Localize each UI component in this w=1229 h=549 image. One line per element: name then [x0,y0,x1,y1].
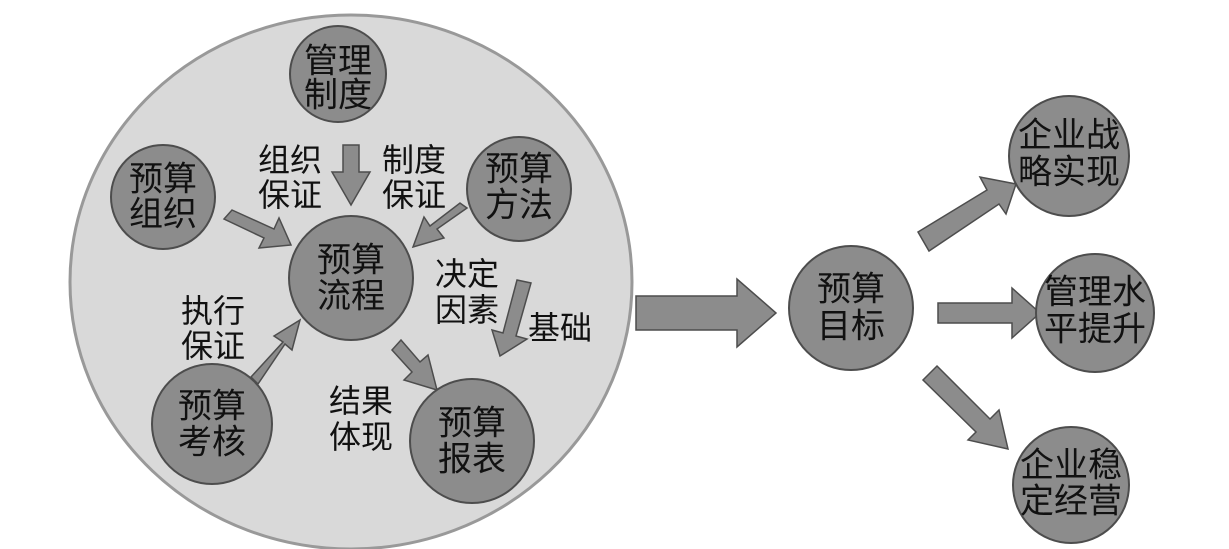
node-strategy-realization-line1: 企业战 [1018,116,1120,156]
node-management-system-line2: 制度 [304,76,372,116]
node-budget-process-line1: 预算 [317,241,385,281]
arrow-system-to-process [330,144,372,207]
node-budget-process: 预算 流程 [288,215,414,341]
node-budget-method-line1: 预算 [485,150,553,190]
node-budget-target: 预算 目标 [788,245,914,371]
node-budget-method: 预算 方法 [466,136,572,242]
node-management-system-line1: 管理 [304,42,372,82]
node-stable-operation-line1: 企业稳 [1020,446,1122,486]
arrow-assessment-to-process [249,318,302,386]
node-budget-assessment-line2: 考核 [178,423,246,463]
label-execution-guarantee: 执行 保证 [181,292,245,365]
label-system-guarantee: 制度 保证 [382,141,446,214]
arrow-target-to-strategy [916,175,1017,253]
label-decisive-factor-line2: 因素 [435,291,499,329]
node-budget-report-line1: 预算 [438,404,506,444]
label-execution-guarantee-line2: 保证 [181,327,245,365]
node-budget-target-line2: 目标 [817,307,885,347]
arrow-target-to-management-level [937,286,1042,340]
node-management-system: 管理 制度 [289,25,387,123]
label-result-reflection: 结果 体现 [329,382,393,456]
label-system-guarantee-line1: 制度 [382,141,446,179]
node-strategy-realization-line2: 略实现 [1018,153,1120,193]
node-strategy-realization: 企业战 略实现 [1008,95,1130,217]
node-management-level: 管理水 平提升 [1035,253,1155,373]
node-management-level-line2: 平提升 [1044,310,1146,350]
node-stable-operation-line2: 定经营 [1020,482,1122,522]
label-system-guarantee-line2: 保证 [382,176,446,214]
label-organization-guarantee-line1: 组织 [258,141,322,179]
node-budget-report-line2: 报表 [438,440,506,480]
arrow-target-to-stable-operation [921,364,1009,450]
node-stable-operation: 企业稳 定经营 [1012,426,1130,544]
node-budget-process-line2: 流程 [317,277,385,317]
arrow-circle-to-target [635,277,778,349]
label-decisive-factor: 决定 因素 [435,255,499,329]
label-decisive-factor-line1: 决定 [435,255,499,293]
arrow-organization-to-process [222,209,293,249]
label-organization-guarantee-line2: 保证 [258,176,322,214]
node-budget-method-line2: 方法 [485,186,553,226]
label-result-reflection-line1: 结果 [329,382,393,420]
arrow-process-to-report [390,338,439,392]
node-budget-organization-line1: 预算 [129,160,197,200]
label-execution-guarantee-line1: 执行 [181,292,245,330]
node-budget-organization: 预算 组织 [110,144,216,250]
node-budget-report: 预算 报表 [409,378,535,504]
label-foundation: 基础 [528,309,592,347]
label-result-reflection-line2: 体现 [329,418,393,456]
label-foundation-line1: 基础 [528,309,592,347]
node-management-level-line1: 管理水 [1044,273,1146,313]
arrow-foundation [490,279,532,358]
node-budget-organization-line2: 组织 [129,195,197,235]
node-budget-assessment-line1: 预算 [178,387,246,427]
arrow-method-to-process [411,202,469,249]
node-budget-assessment: 预算 考核 [151,363,273,485]
label-organization-guarantee: 组织 保证 [258,141,322,214]
node-budget-target-line1: 预算 [817,270,885,310]
